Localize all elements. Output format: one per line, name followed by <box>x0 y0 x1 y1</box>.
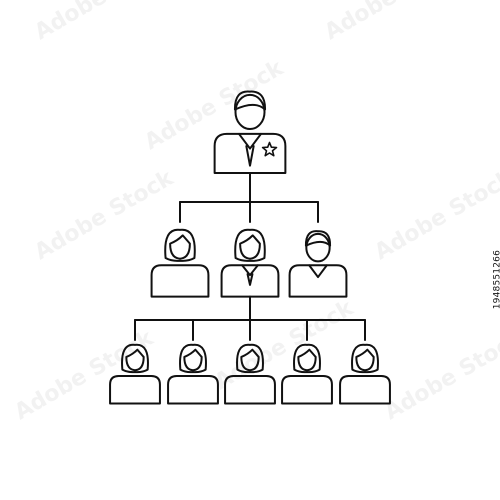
person-icon-level3 <box>224 343 276 405</box>
person-body <box>220 264 280 298</box>
person-icon-level3 <box>109 343 161 405</box>
person-body <box>150 264 210 298</box>
person-collar <box>308 264 328 279</box>
tie-icon <box>246 273 254 286</box>
person-body <box>167 374 219 405</box>
person-face <box>355 348 375 372</box>
person-icon-level3 <box>339 343 391 405</box>
person-body <box>339 374 391 405</box>
person-hair <box>164 228 196 262</box>
star-icon <box>261 141 278 157</box>
person-face <box>125 348 145 372</box>
person-collar <box>241 264 259 277</box>
person-hair <box>236 343 264 374</box>
person-icon-level3 <box>281 343 333 405</box>
person-icon-level2 <box>220 228 280 298</box>
stock-id-watermark: 1948551266 <box>492 250 500 310</box>
person-body <box>281 374 333 405</box>
person-face <box>297 348 317 372</box>
person-hair <box>304 230 332 247</box>
person-body <box>288 264 348 298</box>
person-body <box>109 374 161 405</box>
person-face <box>240 348 260 372</box>
person-hair <box>234 228 266 262</box>
person-face <box>169 234 191 260</box>
person-icon-level2 <box>288 230 348 298</box>
person-icon-level3 <box>167 343 219 405</box>
person-hair <box>233 90 267 111</box>
person-head <box>234 93 266 131</box>
person-hair <box>121 343 149 374</box>
person-hair <box>293 343 321 374</box>
person-face <box>239 234 261 260</box>
person-collar <box>238 132 262 150</box>
person-face <box>183 348 203 372</box>
person-body <box>224 374 276 405</box>
person-head <box>305 232 331 263</box>
person-hair <box>351 343 379 374</box>
tie-icon <box>245 145 255 167</box>
person-body <box>213 132 287 174</box>
person-icon-level2 <box>150 228 210 298</box>
person-hair <box>179 343 207 374</box>
person-icon-level1 <box>213 90 287 174</box>
